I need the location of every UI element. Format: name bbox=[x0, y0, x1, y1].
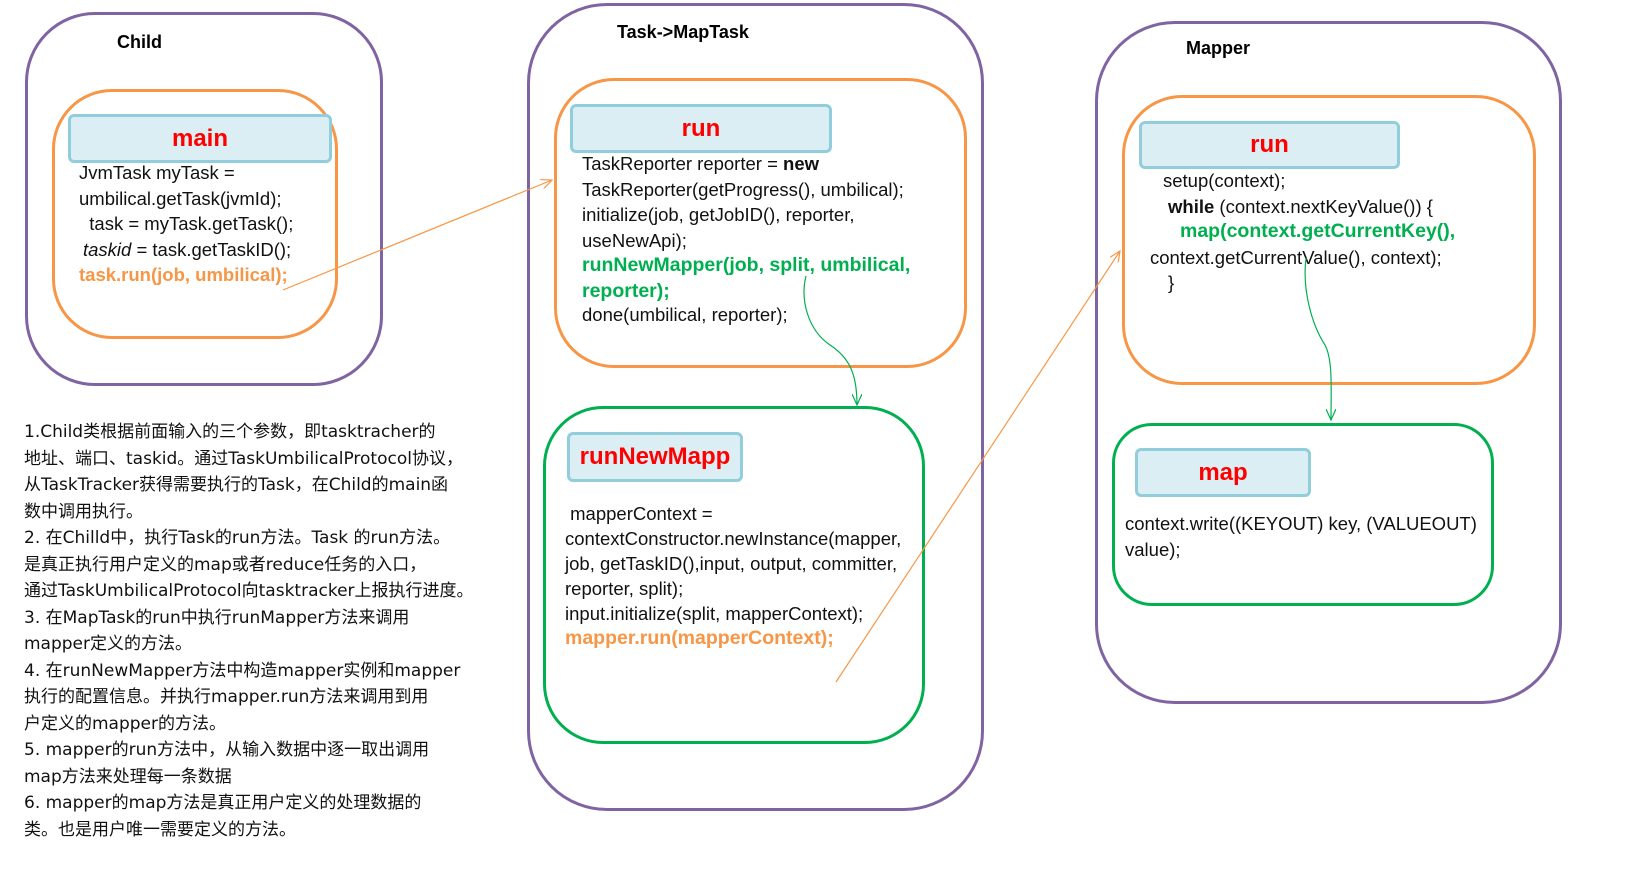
code-line: context.write((KEYOUT) key, (VALUEOUT) bbox=[1125, 513, 1477, 534]
mapper-title: Mapper bbox=[1186, 38, 1251, 58]
note-line: 4. 在runNewMapper方法中构造mapper实例和mapper bbox=[24, 660, 461, 681]
code-line: contextConstructor.newInstance(mapper, bbox=[565, 528, 902, 549]
code-line: value); bbox=[1125, 538, 1181, 560]
note-line: 3. 在MapTask的run中执行runMapper方法来调用 bbox=[24, 607, 410, 628]
code-line: taskid = task.getTaskID(); bbox=[79, 237, 293, 263]
code-line: } bbox=[1168, 272, 1175, 293]
code-line: umbilical.getTask(jvmId); bbox=[79, 187, 282, 209]
map-method-box bbox=[1112, 423, 1494, 606]
note-line: 5. mapper的run方法中，从输入数据中逐一取出调用 bbox=[24, 740, 430, 760]
code-line: setup(context); bbox=[1163, 170, 1286, 191]
code-line: TaskReporter reporter = new bbox=[582, 151, 910, 177]
explanation-notes: 1.Child类根据前面输入的三个参数，即tasktracher的 地址、端口、… bbox=[24, 419, 474, 843]
note-line: 执行的配置信息。并执行mapper.run方法来调用到用 bbox=[24, 687, 429, 707]
note-line: 地址、端口、taskid。通过TaskUmbilicalProtocol协议， bbox=[24, 448, 463, 469]
code-line: mapperContext = bbox=[565, 503, 713, 524]
code-line: while (context.nextKeyValue()) { bbox=[1150, 194, 1455, 220]
mapper-run-arrow bbox=[835, 251, 1120, 683]
child-container bbox=[25, 12, 383, 386]
maptask-run-method-box bbox=[554, 78, 967, 368]
task-run-arrow bbox=[282, 180, 552, 291]
code-line: context.getCurrentValue(), context); bbox=[1150, 246, 1442, 268]
mapper-run-method-box bbox=[1122, 95, 1536, 385]
maptask-run-code: TaskReporter reporter = new TaskReporter… bbox=[582, 151, 910, 328]
note-line: 1.Child类根据前面输入的三个参数，即tasktracher的 bbox=[24, 422, 436, 442]
taskid-var: taskid bbox=[83, 238, 132, 260]
mapper-run-label: run bbox=[1139, 121, 1400, 169]
child-title: Child bbox=[117, 32, 162, 52]
maptask-title: Task->MapTask bbox=[617, 22, 749, 42]
code-line: input.initialize(split, mapperContext); bbox=[565, 603, 864, 624]
code-line-text: (context.nextKeyValue()) { bbox=[1214, 195, 1433, 217]
map-code: context.write((KEYOUT) key, (VALUEOUT) v… bbox=[1125, 511, 1477, 562]
task-run-call: task.run(job, umbilical); bbox=[79, 264, 288, 285]
note-line: 类。也是用户唯一需要定义的方法。 bbox=[24, 819, 296, 840]
code-line: useNewApi); bbox=[582, 229, 687, 251]
code-line: TaskReporter(getProgress(), umbilical); bbox=[582, 178, 904, 200]
note-line: map方法来处理每一条数据 bbox=[24, 766, 232, 787]
code-line: JvmTask myTask = bbox=[79, 162, 235, 183]
maptask-run-label: run bbox=[570, 104, 832, 153]
note-line: 是真正执行用户定义的map或者reduce任务的入口， bbox=[24, 554, 427, 575]
while-keyword: while bbox=[1168, 195, 1215, 217]
maptask-container bbox=[527, 3, 984, 811]
main-label: main bbox=[68, 114, 332, 163]
note-line: 6. mapper的map方法是真正用户定义的处理数据的 bbox=[24, 793, 422, 813]
run-new-mapper-code: mapperContext = contextConstructor.newIn… bbox=[565, 501, 901, 651]
child-main-code: JvmTask myTask = umbilical.getTask(jvmId… bbox=[79, 160, 293, 288]
map-call: map(context.getCurrentKey(), bbox=[1180, 220, 1456, 242]
run-new-mapper-call: runNewMapper(job, split, umbilical, bbox=[582, 254, 911, 276]
code-line-text: task = myTask.getTask(); bbox=[79, 213, 294, 234]
new-keyword: new bbox=[783, 153, 820, 174]
code-line: reporter, split); bbox=[565, 578, 684, 599]
mapper-run-code: setup(context); while (context.nextKeyVa… bbox=[1150, 168, 1455, 296]
child-main-method-box bbox=[52, 89, 338, 339]
run-new-mapper-label: runNewMapp bbox=[567, 432, 743, 482]
code-line-text: = task.getTaskID(); bbox=[131, 238, 292, 260]
code-line: done(umbilical, reporter); bbox=[582, 304, 788, 325]
note-line: 2. 在Chilld中，执行Task的run方法。Task 的run方法。 bbox=[24, 528, 451, 548]
note-line: mapper定义的方法。 bbox=[24, 634, 193, 654]
mapper-run-call: mapper.run(mapperContext); bbox=[565, 627, 834, 649]
code-line-text: TaskReporter reporter = bbox=[582, 153, 784, 174]
code-line: job, getTaskID(),input, output, committe… bbox=[565, 553, 898, 574]
map-call-arrow bbox=[1304, 257, 1331, 420]
code-line: initialize(job, getJobID(), reporter, bbox=[582, 204, 855, 225]
code-line: task = myTask.getTask(); bbox=[79, 211, 293, 237]
note-line: 通过TaskUmbilicalProtocol向tasktracker上报执行进… bbox=[24, 581, 474, 601]
run-new-mapper-method-box bbox=[543, 406, 925, 744]
run-new-mapper-arrow bbox=[803, 275, 857, 405]
note-line: 户定义的mapper的方法。 bbox=[24, 713, 227, 734]
mapper-container bbox=[1095, 21, 1562, 704]
note-line: 数中调用执行。 bbox=[24, 501, 143, 522]
note-line: 从TaskTracker获得需要执行的Task，在Child的main函 bbox=[24, 475, 449, 495]
map-label: map bbox=[1135, 448, 1311, 497]
run-new-mapper-call-cont: reporter); bbox=[582, 279, 670, 302]
